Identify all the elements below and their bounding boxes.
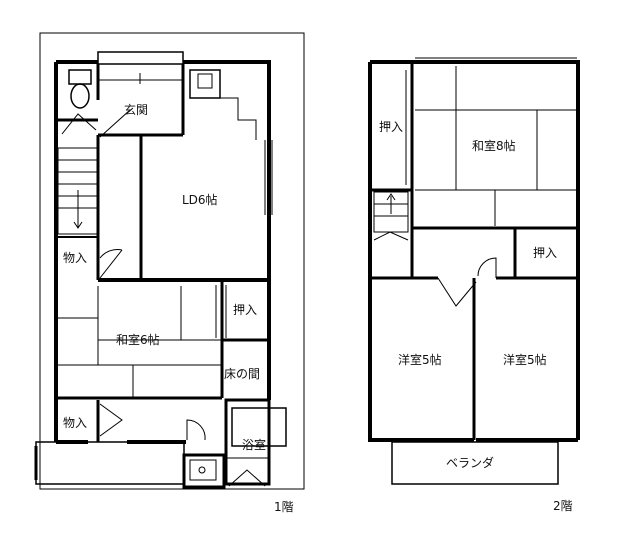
f2-oshiire-left — [370, 62, 414, 228]
f1-genkan-label: 玄関 — [124, 103, 149, 117]
f1-storage-stair-label: 物入 — [63, 251, 88, 265]
f1-storage-bottom-label: 物入 — [63, 416, 88, 430]
f2-veranda-label: ベランダ — [446, 456, 495, 470]
f2-washitsu-label: 和室8帖 — [472, 139, 516, 153]
f1-lot-outline — [39, 32, 305, 490]
f1-washitsu-6 — [54, 280, 224, 400]
f1-washbasin — [182, 453, 226, 489]
f1-bottom-storage — [54, 400, 206, 442]
f1-tokonoma-label: 床の間 — [224, 367, 261, 381]
floor1-label: 1階 — [274, 500, 294, 514]
f1-entrance — [96, 51, 185, 137]
f2-youshitsu-right-label: 洋室5帖 — [503, 353, 547, 367]
f1-ld-room — [98, 69, 273, 282]
f2-corridor-doors — [370, 257, 578, 307]
f1-oshiire-label: 押入 — [233, 303, 258, 317]
f2-veranda — [391, 441, 559, 485]
f2-oshiire-right-label: 押入 — [533, 246, 558, 260]
f1-storage-stair — [58, 236, 123, 280]
f2-stairs — [373, 191, 414, 278]
f1-toilet — [58, 69, 98, 135]
f2-youshitsu-left-label: 洋室5帖 — [398, 353, 442, 367]
floor2-label: 2階 — [553, 499, 573, 513]
f1-bottom-strip — [34, 400, 271, 485]
f1-bath-label: 浴室 — [242, 438, 267, 452]
f1-oshiire-tokonoma — [215, 285, 269, 342]
f1-washitsu-label: 和室6帖 — [116, 333, 160, 347]
f2-oshiire-left-label: 押入 — [379, 120, 404, 134]
f1-ld-label: LD6帖 — [182, 193, 218, 207]
